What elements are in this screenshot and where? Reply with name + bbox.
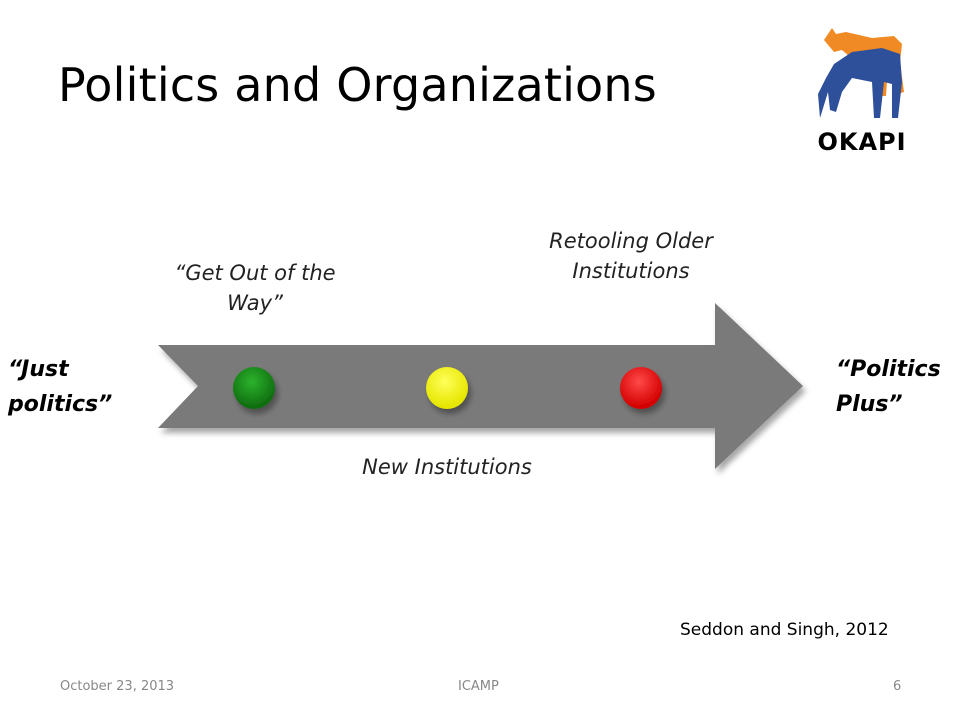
stage-label-1: “Get Out of the Way” [174, 261, 336, 316]
stage-label-2: New Institutions [362, 455, 532, 479]
arrow-shape [158, 303, 803, 469]
footer-center: ICAMP [458, 679, 499, 694]
stage-label-3: Retooling Older Institutions [549, 229, 713, 284]
slide-title: Politics and Organizations [58, 58, 657, 112]
okapi-animals-icon [818, 28, 904, 118]
stage-dot-yellow [426, 367, 468, 409]
okapi-logo: OKAPI [812, 22, 912, 162]
end-label: “Politics Plus” [836, 357, 941, 418]
start-label: “Just politics” [8, 357, 113, 418]
stage-dot-green [233, 367, 275, 409]
footer-page-number: 6 [893, 679, 902, 694]
logo-text: OKAPI [817, 128, 907, 156]
footer-date: October 23, 2013 [60, 679, 175, 694]
citation: Seddon and Singh, 2012 [680, 620, 889, 640]
stage-dot-red [620, 367, 662, 409]
